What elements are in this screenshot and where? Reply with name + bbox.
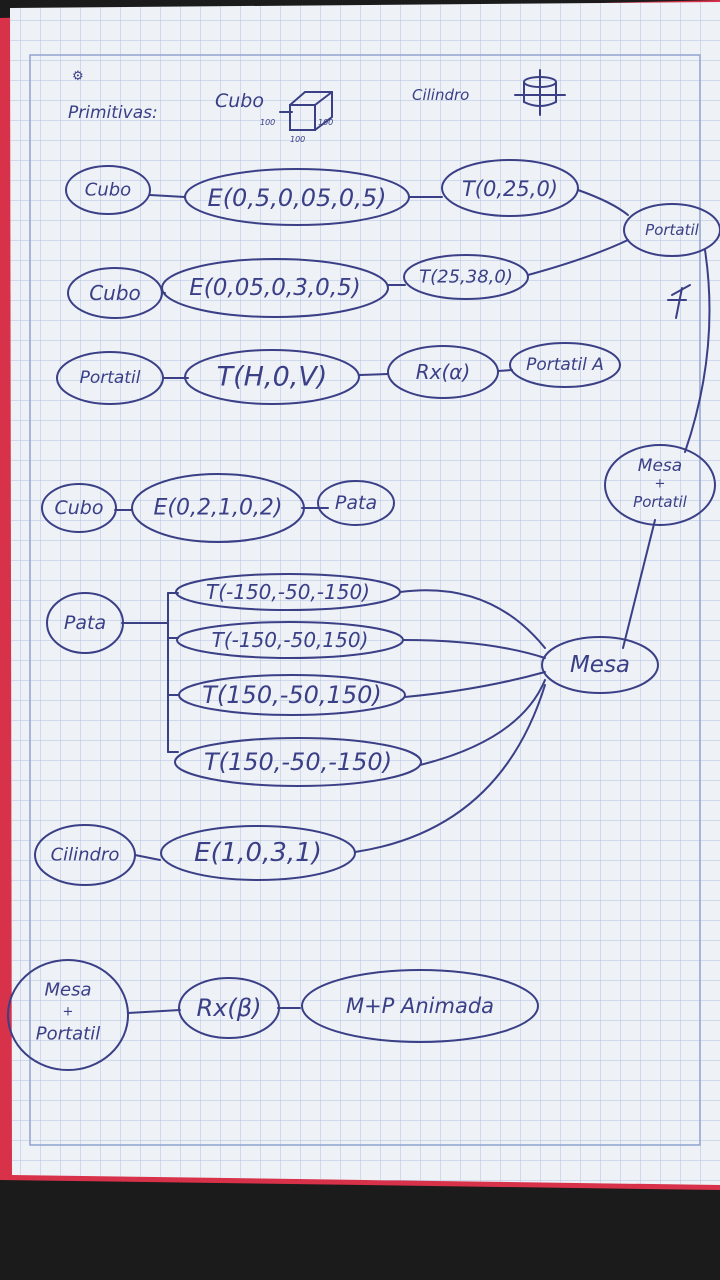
node-portatil: Portatil [645, 221, 700, 239]
node-mp-animada: M+P Animada [346, 994, 494, 1018]
node-tras-p1: T(-150,-50,-150) [206, 580, 370, 604]
node-mesa-portatil-line: Mesa [638, 456, 682, 476]
node-shapes [7, 159, 720, 1071]
node-shape-pata-in [46, 592, 124, 654]
node-portatil-a: Portatil A [526, 355, 604, 375]
cube-dim-label: 100 [290, 135, 305, 144]
node-shape-mesa-portatil-in [7, 959, 129, 1071]
primitives-label: Primitivas: [68, 103, 158, 123]
grid-pattern [10, 2, 720, 1185]
node-shape-escala-pata [131, 473, 305, 543]
node-tras-p4: T(150,-50,-150) [204, 748, 392, 776]
node-pata-out: Pata [335, 492, 377, 514]
node-shape-portatil-a [509, 342, 621, 388]
node-escala-2: E(0,05,0,3,0,5) [189, 275, 360, 301]
node-pata-in: Pata [64, 612, 106, 634]
node-shape-tras-1 [441, 159, 579, 217]
node-mesa: Mesa [570, 652, 630, 678]
node-shape-cubo-1 [65, 165, 151, 215]
node-shape-mp-animada [301, 969, 539, 1043]
cube-sketch-icon [279, 91, 333, 131]
node-shape-rot-alpha [387, 345, 499, 399]
node-tras-hv: T(H,0,V) [217, 362, 328, 393]
node-tras-2: T(25,38,0) [419, 267, 513, 288]
node-cubo-2: Cubo [89, 281, 141, 305]
node-shape-cilindro [34, 824, 136, 886]
node-mesa-portatil-in-line: Portatil [36, 1024, 100, 1045]
node-mesa-portatil-line: + [655, 477, 666, 492]
grid-border [29, 54, 701, 1146]
node-shape-rot-beta [178, 977, 280, 1039]
cylinder-label: Cilindro [412, 86, 469, 104]
node-cubo-3: Cubo [55, 497, 104, 519]
cube-dim-label: 100 [318, 118, 333, 127]
node-shape-tras-p4 [174, 737, 422, 787]
node-tras-1: T(0,25,0) [462, 177, 558, 201]
node-rot-alpha: Rx(α) [416, 360, 471, 384]
node-shape-tras-2 [403, 254, 529, 300]
node-shape-portatil [623, 203, 720, 257]
node-shape-pata-out [317, 480, 395, 526]
node-shape-cubo-3 [41, 483, 117, 533]
node-shape-escala-cil [160, 825, 356, 881]
node-escala-1: E(0,5,0,05,0,5) [208, 184, 387, 212]
node-shape-tras-p1 [175, 573, 401, 611]
cube-dim-label: 100 [260, 118, 275, 127]
node-cubo-1: Cubo [85, 180, 131, 201]
node-shape-mesa-portatil [604, 444, 716, 526]
node-shape-tras-hv [184, 349, 360, 405]
node-tras-p3: T(150,-50,150) [202, 681, 381, 709]
node-shape-escala-1 [184, 168, 410, 226]
node-shape-tras-p3 [178, 674, 406, 716]
node-shape-portatil-in [56, 351, 164, 405]
node-mesa-portatil-in-line: + [63, 1005, 74, 1020]
node-escala-pata: E(0,2,1,0,2) [153, 496, 282, 521]
edges [114, 189, 711, 1014]
node-shape-mesa [541, 636, 659, 694]
node-rot-beta: Rx(β) [197, 994, 262, 1022]
pen-doodle-icon: ⚙ [72, 69, 84, 84]
portatil-sketch-icon [667, 284, 691, 319]
node-mesa-portatil-in-line: Mesa [44, 980, 91, 1001]
cylinder-sketch-icon [514, 69, 566, 116]
node-shape-tras-p2 [176, 621, 404, 659]
node-portatil-in: Portatil [80, 368, 141, 388]
node-shape-cubo-2 [67, 267, 163, 319]
node-escala-cil: E(1,0,3,1) [194, 838, 322, 868]
node-cilindro: Cilindro [51, 845, 120, 866]
node-shape-escala-2 [161, 258, 389, 318]
cube-label: Cubo [215, 90, 264, 112]
node-tras-p2: T(-150,-50,150) [212, 628, 369, 652]
node-mesa-portatil-line: Portatil [633, 493, 688, 511]
